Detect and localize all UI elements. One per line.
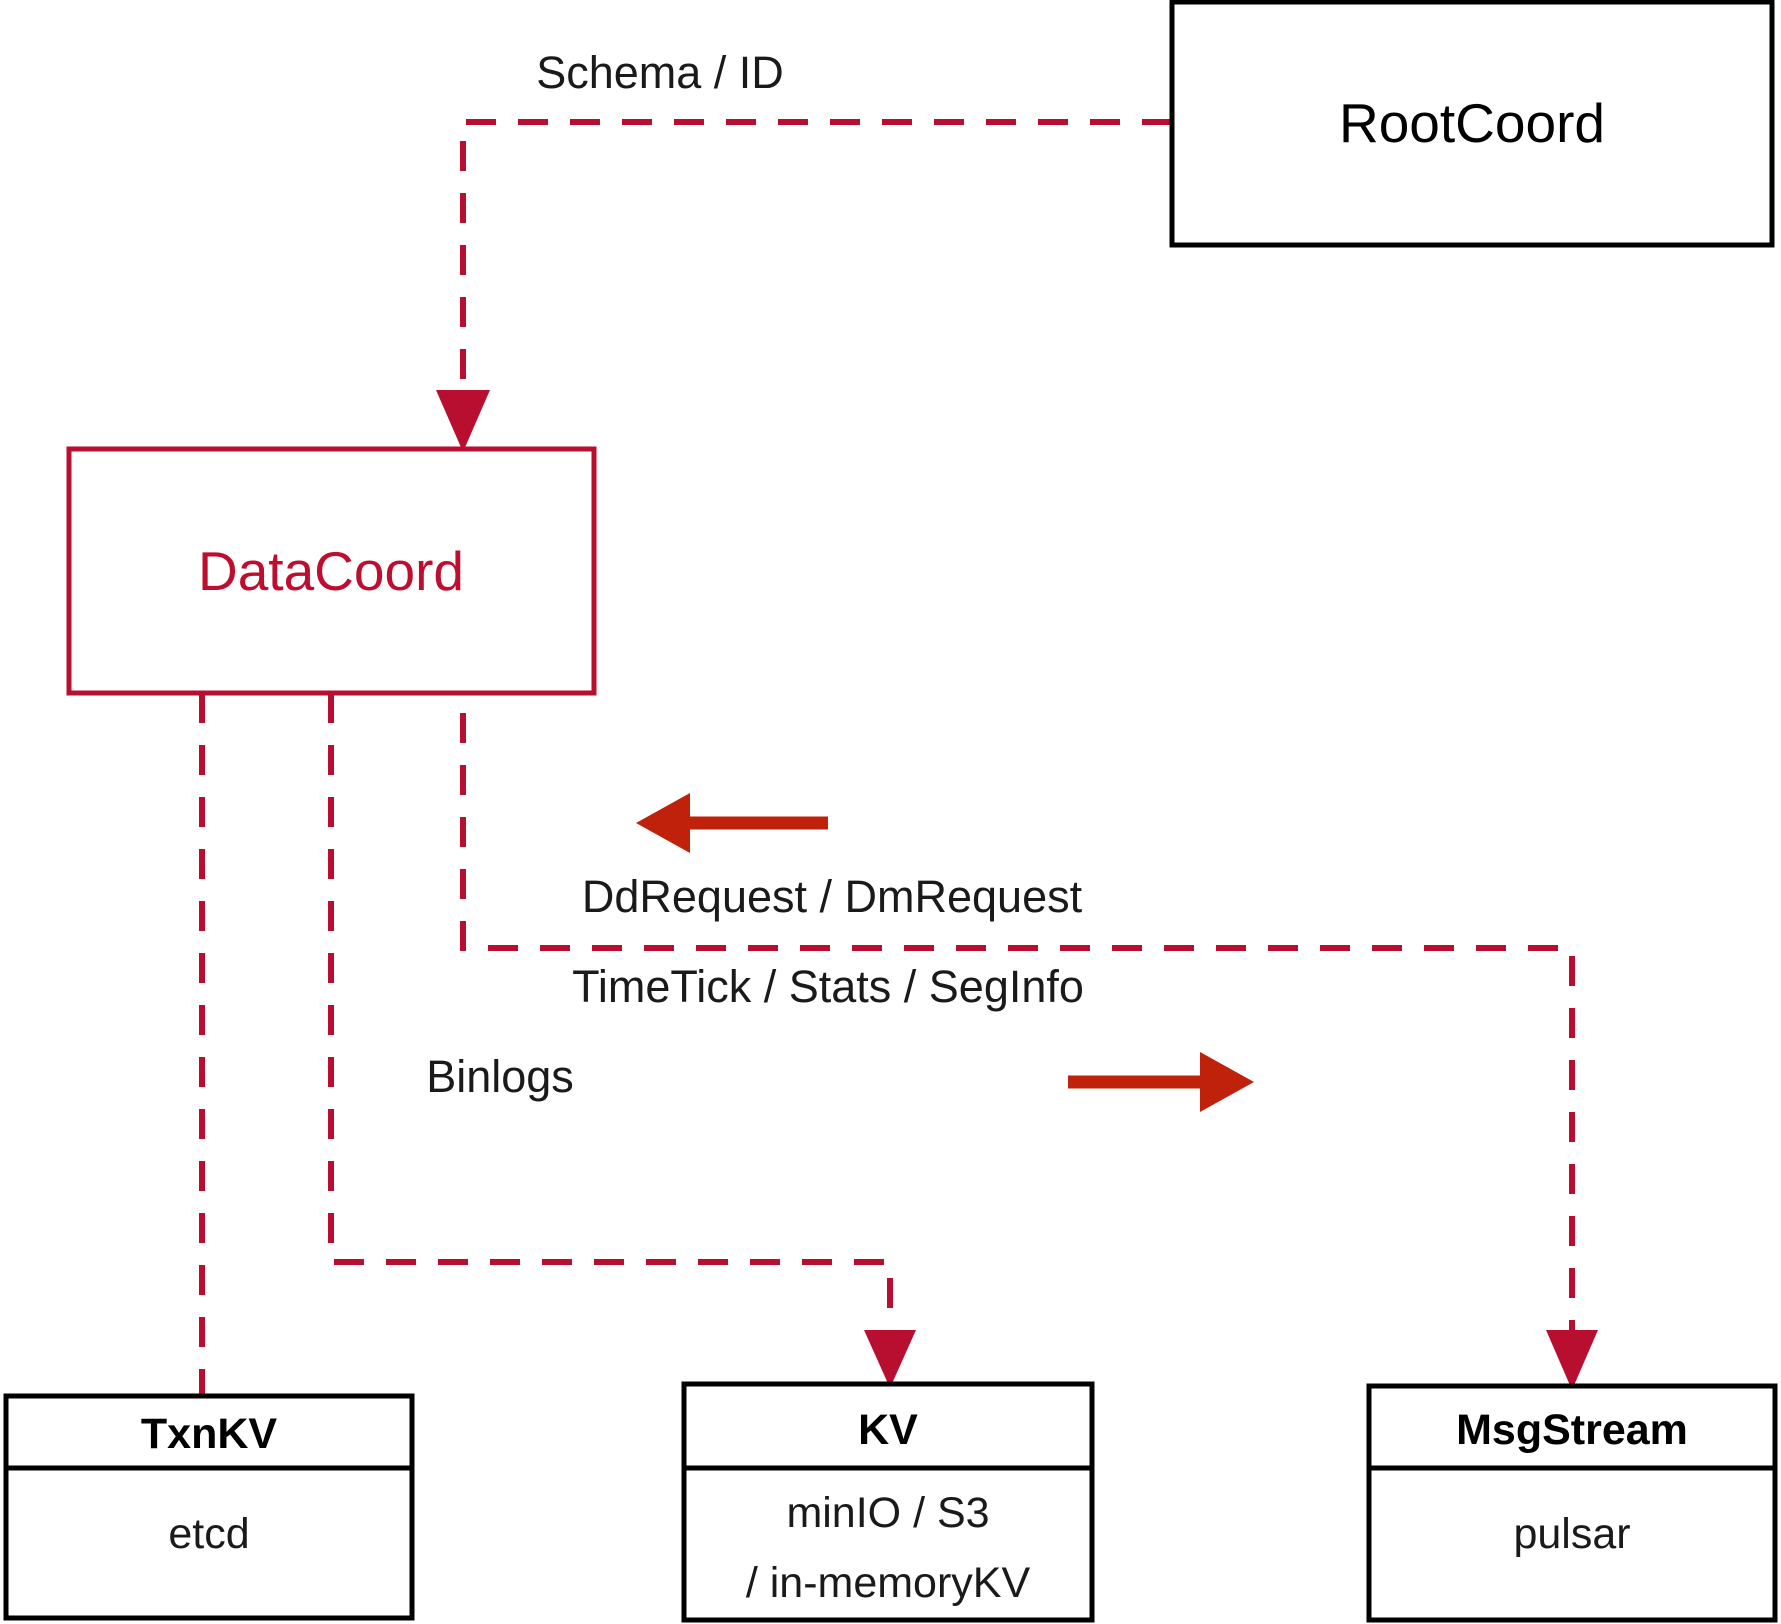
inbound-arrow: [636, 793, 828, 853]
node-txnkv[interactable]: TxnKV etcd: [3, 1393, 415, 1621]
edge-binlogs-path: [328, 693, 893, 1348]
node-txnkv-box[interactable]: [3, 1393, 415, 1621]
node-msgstream-header: MsgStream: [1456, 1406, 1688, 1454]
node-msgstream-body-line-1: pulsar: [1513, 1510, 1630, 1558]
node-rootcoord-box[interactable]: [1169, 0, 1775, 248]
node-kv-body-line-1: minIO / S3: [786, 1489, 989, 1537]
node-txnkv-body-line-1: etcd: [168, 1510, 249, 1558]
edge-label-schema-id: Schema / ID: [536, 47, 784, 98]
node-datacoord[interactable]: DataCoord: [66, 446, 597, 696]
edge-label-binlogs: Binlogs: [426, 1051, 574, 1102]
edge-schema-id-arrowhead: [436, 390, 490, 452]
edge-msgstream-datacoord-path: [460, 660, 1575, 1350]
node-kv-header: KV: [858, 1406, 918, 1454]
node-txnkv-header: TxnKV: [141, 1410, 278, 1458]
inbound-arrow-head: [636, 793, 690, 853]
edge-label-dd-dm-request: DdRequest / DmRequest: [582, 871, 1083, 922]
node-kv-box[interactable]: [681, 1381, 1095, 1623]
outbound-arrow-head: [1200, 1052, 1254, 1112]
edge-schema-id-path: [460, 119, 1172, 408]
node-msgstream[interactable]: MsgStream pulsar: [1366, 1383, 1778, 1623]
node-kv[interactable]: KV minIO / S3 / in-memoryKV: [681, 1381, 1095, 1623]
edge-binlogs: [328, 693, 916, 1388]
edge-schema-id: [436, 119, 1172, 452]
node-kv-body-line-2: / in-memoryKV: [746, 1559, 1031, 1607]
node-msgstream-box[interactable]: [1366, 1383, 1778, 1623]
edge-label-timetick-stats-seginfo: TimeTick / Stats / SegInfo: [572, 961, 1084, 1012]
outbound-arrow: [1068, 1052, 1254, 1112]
edge-msgstream-down-arrowhead: [1546, 1330, 1598, 1390]
node-datacoord-label: DataCoord: [198, 540, 464, 602]
node-rootcoord[interactable]: RootCoord: [1169, 0, 1775, 248]
node-datacoord-box[interactable]: [66, 446, 597, 696]
node-rootcoord-label: RootCoord: [1339, 92, 1605, 154]
edge-binlogs-arrowhead: [864, 1330, 916, 1388]
